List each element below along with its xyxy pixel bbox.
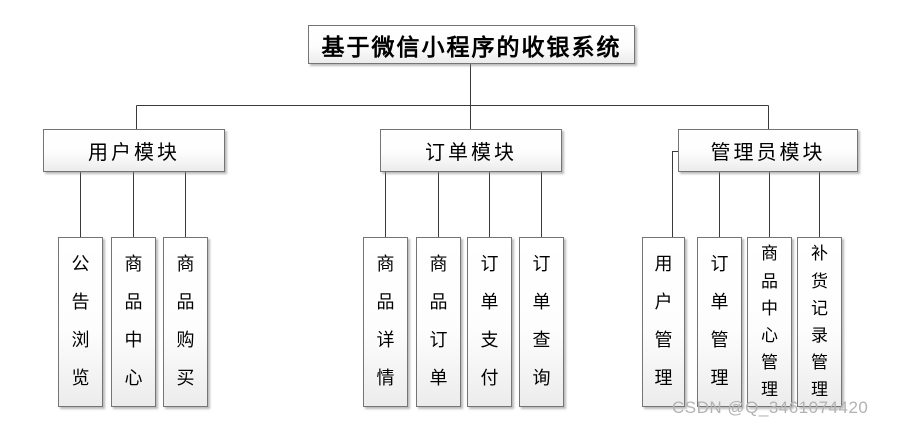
module-node-user: 用户模块 bbox=[43, 129, 225, 172]
leaf-node-product-detail: 商品详情 bbox=[363, 237, 408, 407]
csdn-watermark: CSDN @Q_3461074420 bbox=[672, 398, 869, 417]
module-node-admin: 管理员模块 bbox=[678, 129, 858, 172]
leaf-label: 订单查询 bbox=[532, 254, 551, 388]
leaf-label: 商品购买 bbox=[176, 254, 195, 388]
module-node-admin-label: 管理员模块 bbox=[710, 142, 826, 164]
leaf-node-announcement-browse: 公告浏览 bbox=[58, 237, 103, 407]
module-node-order: 订单模块 bbox=[380, 129, 562, 172]
leaf-node-restock-record-management: 补货记录管理 bbox=[797, 237, 842, 407]
root-node-label: 基于微信小程序的收银系统 bbox=[321, 33, 622, 60]
leaf-label: 订单管理 bbox=[710, 254, 729, 388]
leaf-label: 订单支付 bbox=[480, 254, 499, 388]
leaf-node-product-center-management: 商品中心管理 bbox=[747, 237, 792, 407]
leaf-label: 商品中心管理 bbox=[761, 244, 778, 400]
leaf-label: 商品订单 bbox=[429, 254, 448, 388]
root-node: 基于微信小程序的收银系统 bbox=[308, 25, 635, 64]
leaf-label: 用户管理 bbox=[654, 254, 673, 388]
leaf-label: 商品详情 bbox=[376, 254, 395, 388]
leaf-node-product-order: 商品订单 bbox=[416, 237, 461, 407]
module-node-user-label: 用户模块 bbox=[88, 142, 180, 164]
leaf-node-product-center: 商品中心 bbox=[111, 237, 156, 407]
leaf-label: 商品中心 bbox=[124, 254, 143, 388]
leaf-label: 公告浏览 bbox=[71, 254, 90, 388]
leaf-node-order-query: 订单查询 bbox=[519, 237, 564, 407]
leaf-node-user-management: 用户管理 bbox=[642, 237, 685, 407]
leaf-node-order-payment: 订单支付 bbox=[467, 237, 512, 407]
leaf-label: 补货记录管理 bbox=[811, 244, 828, 400]
module-node-order-label: 订单模块 bbox=[425, 142, 517, 164]
leaf-node-product-purchase: 商品购买 bbox=[163, 237, 208, 407]
leaf-node-order-management: 订单管理 bbox=[697, 237, 742, 407]
